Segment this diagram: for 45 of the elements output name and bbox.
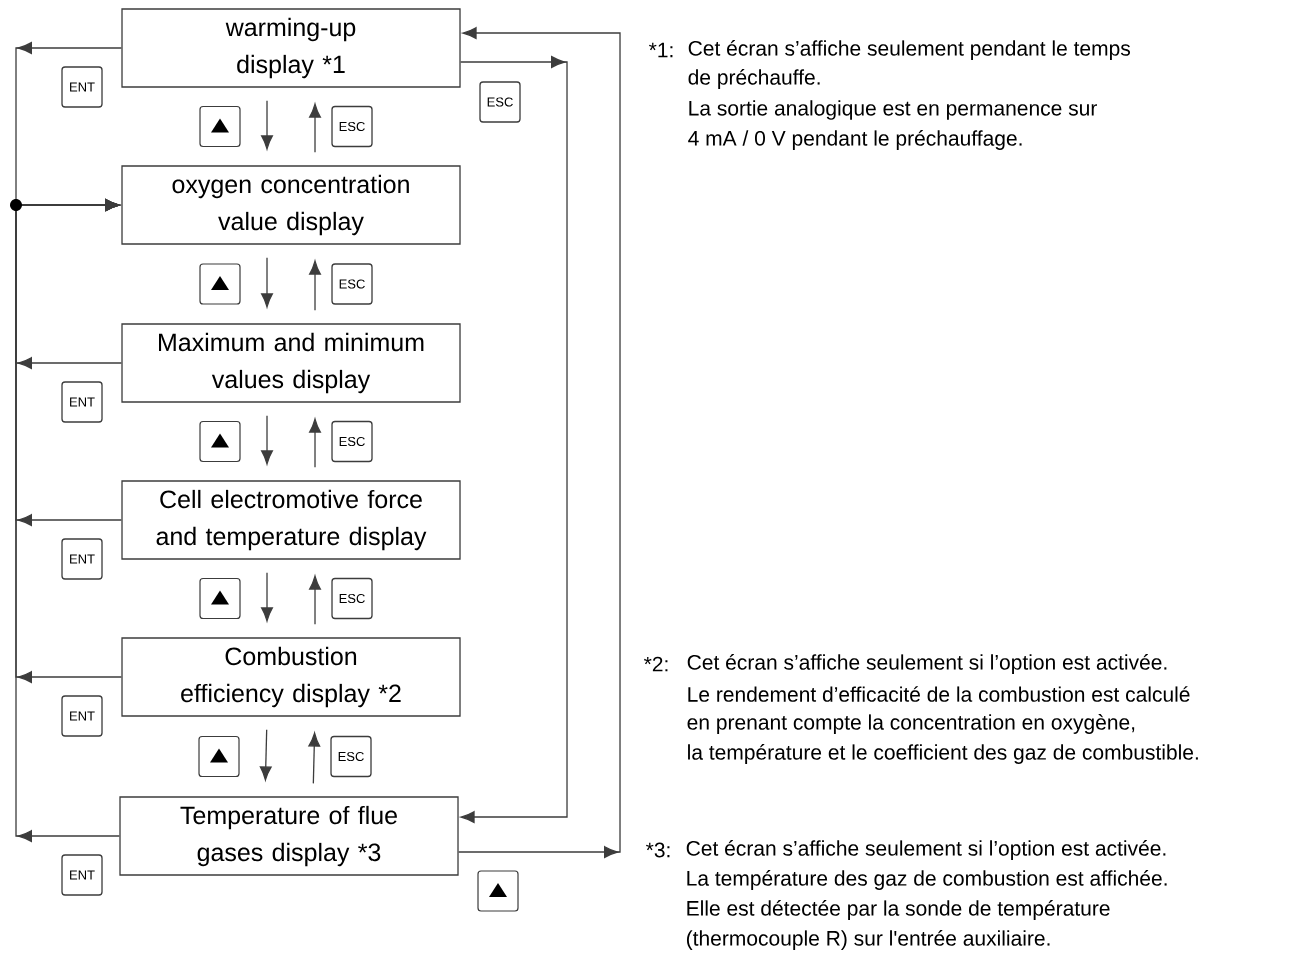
note-text: La sortie analogique est en permanence sur bbox=[689, 100, 1097, 120]
key-label: ESC bbox=[331, 263, 373, 305]
note-text: *3: bbox=[646, 842, 670, 858]
key-label: ENT bbox=[61, 381, 103, 423]
note-text: de préchauffe. bbox=[688, 69, 820, 89]
note-text: (thermocouple R) sur l'entrée auxiliaire. bbox=[686, 930, 1050, 950]
note-text: La température des gaz de combustion est affichée. bbox=[687, 870, 1167, 890]
key-label: ESC bbox=[330, 735, 372, 778]
display-box: Combustion efficiency display *2 bbox=[121, 637, 461, 717]
display-box: Maximum and minimum values display bbox=[121, 323, 461, 403]
arrow bbox=[261, 415, 273, 465]
note-text: *2: bbox=[644, 656, 668, 672]
note-text: la température et le coefficient des gaz de combustible. bbox=[688, 744, 1198, 764]
arrow bbox=[259, 729, 272, 781]
note-text: *1: bbox=[649, 42, 673, 58]
note-text: Le rendement d’efficacité de la combustion est calculé bbox=[688, 686, 1190, 702]
arrow bbox=[15, 199, 120, 842]
arrow bbox=[460, 56, 568, 823]
arrow bbox=[309, 103, 321, 153]
note-text: 4 mA / 0 V pendant le préchauffage. bbox=[688, 130, 1022, 150]
note-text: Elle est détectée par la sonde de température bbox=[687, 900, 1110, 920]
key-label: ESC bbox=[331, 577, 373, 620]
arrow bbox=[261, 257, 273, 308]
arrow bbox=[261, 100, 273, 150]
note-text: Cet écran s’affiche seulement pendant le temps bbox=[688, 40, 1130, 60]
key-label: ESC bbox=[331, 420, 373, 463]
key-label: ENT bbox=[61, 538, 103, 580]
note-text: Cet écran s’affiche seulement si l’option est activée. bbox=[687, 654, 1167, 674]
arrow bbox=[458, 27, 621, 858]
arrow bbox=[309, 575, 321, 625]
display-box: Cell electromotive force and temperature display bbox=[121, 480, 461, 560]
key-label: ENT bbox=[61, 695, 103, 737]
arrow bbox=[261, 572, 273, 622]
note-text: Cet écran s’affiche seulement si l’option est activée. bbox=[686, 840, 1166, 860]
arrow bbox=[309, 260, 321, 311]
note-text: en prenant compte la concentration en oxygène, bbox=[687, 714, 1135, 734]
display-box: Temperature of flue gases display *3 bbox=[119, 796, 459, 876]
display-box: warming-up display *1 bbox=[121, 8, 461, 88]
key-label: ESC bbox=[479, 81, 521, 123]
key-label: ENT bbox=[61, 854, 103, 896]
display-box: oxygen concentration value display bbox=[121, 165, 461, 245]
key-label: ENT bbox=[61, 66, 103, 108]
arrow bbox=[309, 418, 321, 468]
key-label: ESC bbox=[331, 105, 373, 148]
arrow bbox=[308, 732, 321, 784]
